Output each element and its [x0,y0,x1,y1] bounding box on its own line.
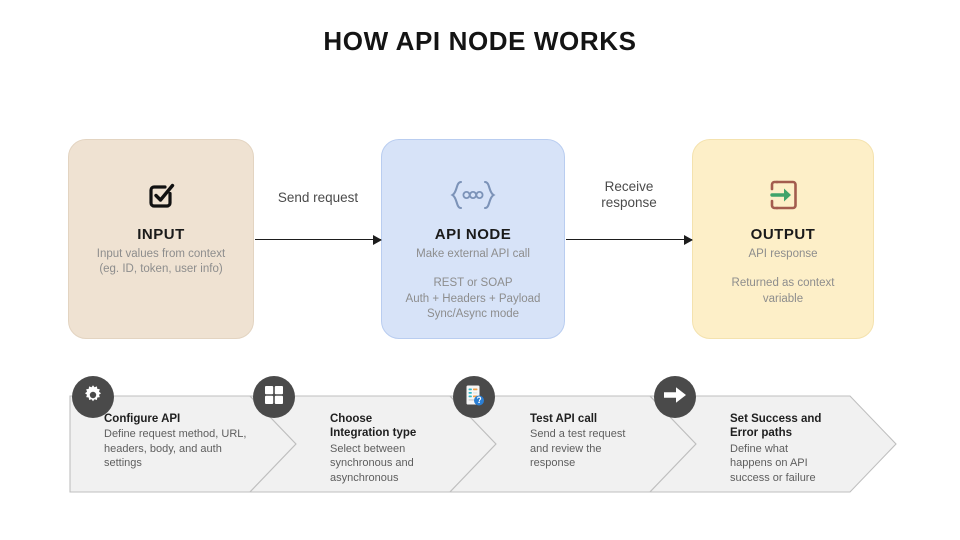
step-desc-line2: happens on API [730,457,808,470]
connector-label-text: Send request [277,190,359,205]
flow-box-detail-line2: Auth + Headers + Payload [405,292,541,305]
step-desc-line3: success or failure [730,471,816,484]
grid-window-icon [263,384,285,411]
step-desc-line1: Send a test request [530,428,626,441]
curly-braces-dots-icon [444,174,502,216]
flow-box-detail-line3: Sync/Async mode [426,308,520,321]
flow-box-output[interactable]: OUTPUT API response Returned as context … [692,139,874,339]
arrow-head-icon [373,235,382,245]
flow-box-title: API NODE [434,226,512,243]
step-desc-line1: Define request method, URL, [104,428,247,441]
flow-box-title: OUTPUT [750,226,816,243]
chevron-shapes [69,395,897,493]
step-desc-line1: Select between [330,442,406,455]
flow-box-detail-line1: Returned as context [731,277,835,290]
gear-icon [81,383,105,412]
step-icon-circle-1[interactable] [72,376,114,418]
document-report-icon [462,383,486,412]
flow-box-subtitle: Make external API call [416,248,530,260]
step-title-line1: Set Success and [730,413,822,425]
flow-box-title: INPUT [137,226,185,243]
step-desc-line2: headers, body, and auth [104,442,222,455]
flow-box-api-node[interactable]: API NODE Make external API call REST or … [381,139,565,339]
step-text-1: Configure API Define request method, URL… [104,412,279,471]
step-desc-line2: and review the [530,442,602,455]
chevron-step-4[interactable] [648,395,897,493]
connector-label-text-line1: Receive [604,179,654,194]
arrow-right-icon [662,384,688,411]
step-desc-line3: settings [104,457,142,470]
step-icon-circle-4[interactable] [654,376,696,418]
connector-label-receive-response: Receive response [560,179,698,212]
step-icon-circle-2[interactable] [253,376,295,418]
connector-label-text-line2: response [601,195,657,211]
flow-box-detail-line1: REST or SOAP [433,277,513,290]
flow-box-detail-line2: variable [762,292,804,305]
flow-box-subtitle-line2: (eg. ID, token, user info) [99,263,223,276]
flow-box-input[interactable]: INPUT Input values from context (eg. ID,… [68,139,254,339]
step-title-line1: Choose [330,413,373,425]
step-desc-line3: asynchronous [330,471,399,484]
steps-band: Configure API Define request method, URL… [0,362,960,502]
flow-box-subtitle-line1: Input values from context [96,248,226,260]
step-title: Configure API [104,413,181,425]
step-title: Test API call [530,413,598,425]
step-desc-line3: response [530,457,576,470]
step-title-line2: Integration type [330,427,417,440]
step-icon-circle-3[interactable] [453,376,495,418]
checkbox-checked-icon [144,174,178,216]
connector-label-send-request: Send request [250,190,386,206]
page-title: HOW API NODE WORKS [323,26,637,56]
step-text-4: Set Success and Error paths Define what … [730,412,885,485]
step-desc-line2: synchronous and [330,457,414,470]
step-text-2: Choose Integration type Select between s… [330,412,480,485]
flow-box-subtitle: API response [748,248,818,260]
step-desc-line1: Define what [730,442,789,455]
arrow-head-icon [684,235,693,245]
arrow-into-box-icon [765,174,801,216]
step-title-line2: Error paths [730,427,792,440]
step-text-3: Test API call Send a test request and re… [530,412,680,471]
